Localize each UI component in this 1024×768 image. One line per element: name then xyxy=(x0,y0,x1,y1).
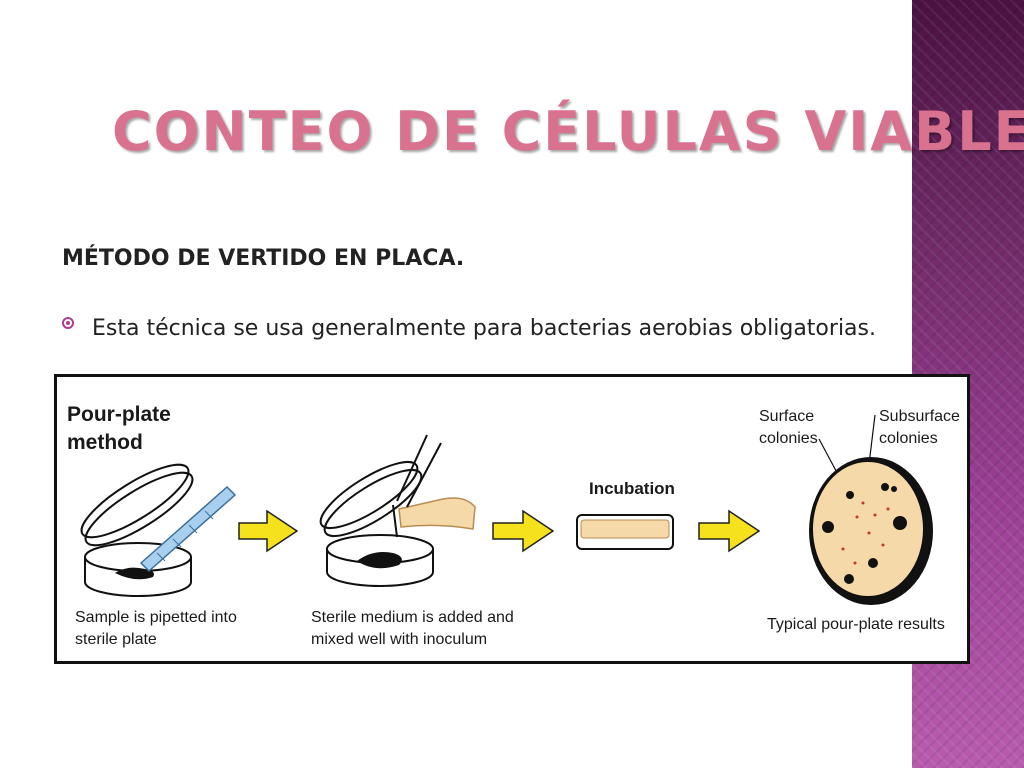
subsurface-colony-icon xyxy=(841,501,890,565)
pour-plate-diagram-svg: Pour-plate method Sample is pipetted int… xyxy=(67,403,960,648)
surface-colony-icon xyxy=(822,483,907,584)
pipette-icon xyxy=(139,485,237,573)
arrow-right-icon xyxy=(238,509,299,553)
sterile-plate-icon xyxy=(80,463,194,597)
surface-label-line1: Surface xyxy=(759,408,814,425)
slide-title: CONTEO DE CÉLULAS VIABLES xyxy=(112,100,1024,163)
incubated-plate-icon xyxy=(576,514,674,550)
result-caption: Typical pour-plate results xyxy=(767,616,945,633)
step2-caption-line2: mixed well with inoculum xyxy=(311,631,487,648)
pour-plate-diagram: Pour-plate method Sample is pipetted int… xyxy=(54,374,970,664)
plate-with-medium-icon xyxy=(319,461,434,587)
step2-caption-line1: Sterile medium is added and xyxy=(311,609,514,626)
surface-label-line2: colonies xyxy=(759,430,818,447)
step1-caption-line1: Sample is pipetted into xyxy=(75,609,237,626)
slide-subtitle: MÉTODO DE VERTIDO EN PLACA. xyxy=(62,246,465,271)
subsurface-label-line2: colonies xyxy=(879,430,938,447)
pouring-tube-icon xyxy=(392,434,476,538)
subsurface-label-line1: Subsurface xyxy=(879,408,960,425)
figure-heading-line2: method xyxy=(67,431,143,454)
result-plate-icon xyxy=(809,457,933,605)
bullet-icon xyxy=(62,317,74,329)
arrow-right-icon xyxy=(492,509,555,553)
figure-heading-line1: Pour-plate xyxy=(67,403,171,426)
incubation-label: Incubation xyxy=(589,479,675,498)
bullet-text: Esta técnica se usa generalmente para ba… xyxy=(92,316,876,341)
bullet-item: Esta técnica se usa generalmente para ba… xyxy=(62,306,962,376)
arrow-right-icon xyxy=(698,509,761,553)
step1-caption-line2: sterile plate xyxy=(75,631,157,648)
